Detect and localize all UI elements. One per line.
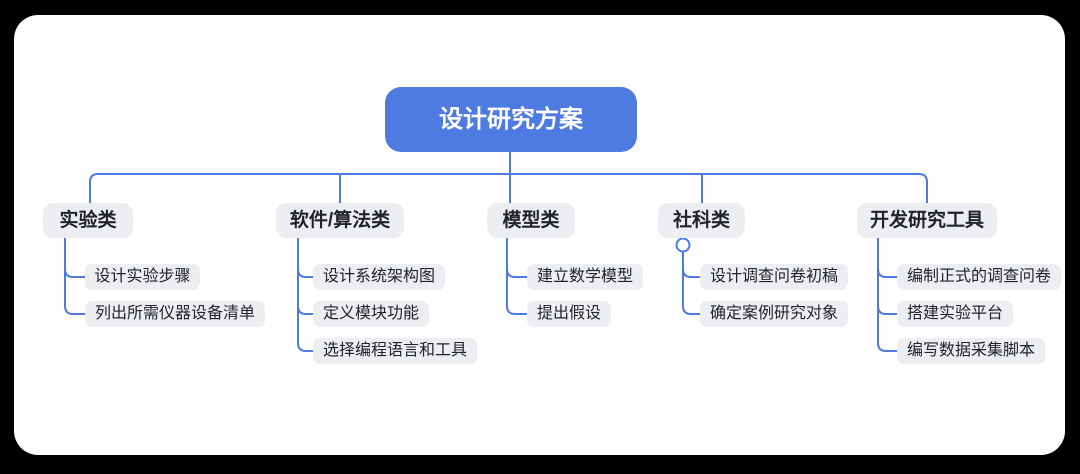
child-connector-line bbox=[682, 237, 701, 315]
child-node[interactable]: 设计调查问卷初稿 bbox=[700, 264, 848, 290]
child-node[interactable]: 定义模块功能 bbox=[313, 301, 429, 327]
child-node[interactable]: 编写数据采集脚本 bbox=[897, 338, 1045, 364]
child-connector-line bbox=[297, 237, 314, 352]
branch-node-research-tools[interactable]: 开发研究工具 bbox=[857, 203, 997, 238]
child-node[interactable]: 搭建实验平台 bbox=[897, 301, 1013, 327]
child-node[interactable]: 列出所需仪器设备清单 bbox=[85, 301, 265, 327]
child-connector-line bbox=[877, 237, 898, 278]
child-node[interactable]: 建立数学模型 bbox=[527, 264, 643, 290]
child-connector-line bbox=[506, 237, 528, 315]
child-connector-line bbox=[64, 237, 86, 278]
branch-node-experiment[interactable]: 实验类 bbox=[43, 203, 133, 238]
child-node[interactable]: 设计系统架构图 bbox=[313, 264, 445, 290]
collapse-handle-icon[interactable] bbox=[675, 237, 691, 253]
child-connector-line bbox=[297, 237, 314, 278]
child-connector-line bbox=[64, 237, 86, 315]
child-node[interactable]: 选择编程语言和工具 bbox=[313, 338, 477, 364]
child-connector-line bbox=[877, 237, 898, 352]
root-node[interactable]: 设计研究方案 bbox=[385, 87, 637, 152]
child-node[interactable]: 提出假设 bbox=[527, 301, 611, 327]
child-node[interactable]: 设计实验步骤 bbox=[85, 264, 200, 290]
child-node[interactable]: 确定案例研究对象 bbox=[700, 301, 848, 327]
child-connector-line bbox=[506, 237, 528, 278]
branch-bus-line bbox=[89, 173, 928, 204]
branch-node-social-science[interactable]: 社科类 bbox=[658, 203, 745, 238]
branch-node-software-algorithm[interactable]: 软件/算法类 bbox=[276, 203, 404, 238]
branch-node-model[interactable]: 模型类 bbox=[487, 203, 575, 238]
child-node[interactable]: 编制正式的调查问卷 bbox=[897, 264, 1061, 290]
